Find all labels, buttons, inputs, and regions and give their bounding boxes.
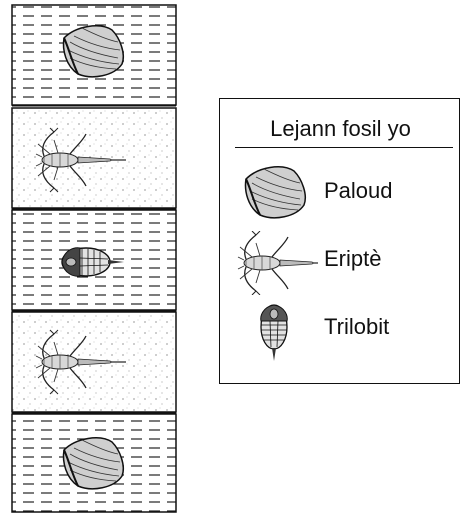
- rock-layer-1: [12, 5, 176, 105]
- legend-divider: [235, 147, 453, 148]
- rock-column: [0, 0, 180, 517]
- rock-layer-2: [12, 108, 176, 208]
- rock-layer-4: [12, 312, 176, 412]
- clam-fossil-icon: [64, 438, 124, 489]
- fossil-legend: Lejann fosil yo Paloud Eriptè Trilobit: [219, 98, 460, 384]
- legend-title: Lejann fosil yo: [220, 116, 461, 142]
- sea-scorpion-fossil-icon: [234, 231, 318, 295]
- clam-fossil-icon: [64, 26, 124, 77]
- legend-label-paloud: Paloud: [324, 178, 393, 204]
- rock-layer-5: [12, 414, 176, 512]
- legend-item-trilobit: Trilobit: [220, 295, 461, 355]
- legend-label-eripte: Eriptè: [324, 246, 381, 272]
- rock-layer-3: [12, 210, 176, 310]
- legend-item-eripte: Eriptè: [220, 227, 461, 287]
- legend-item-paloud: Paloud: [220, 159, 461, 219]
- clam-fossil-icon: [234, 163, 310, 223]
- trilobite-fossil-icon: [234, 299, 314, 369]
- legend-label-trilobit: Trilobit: [324, 314, 389, 340]
